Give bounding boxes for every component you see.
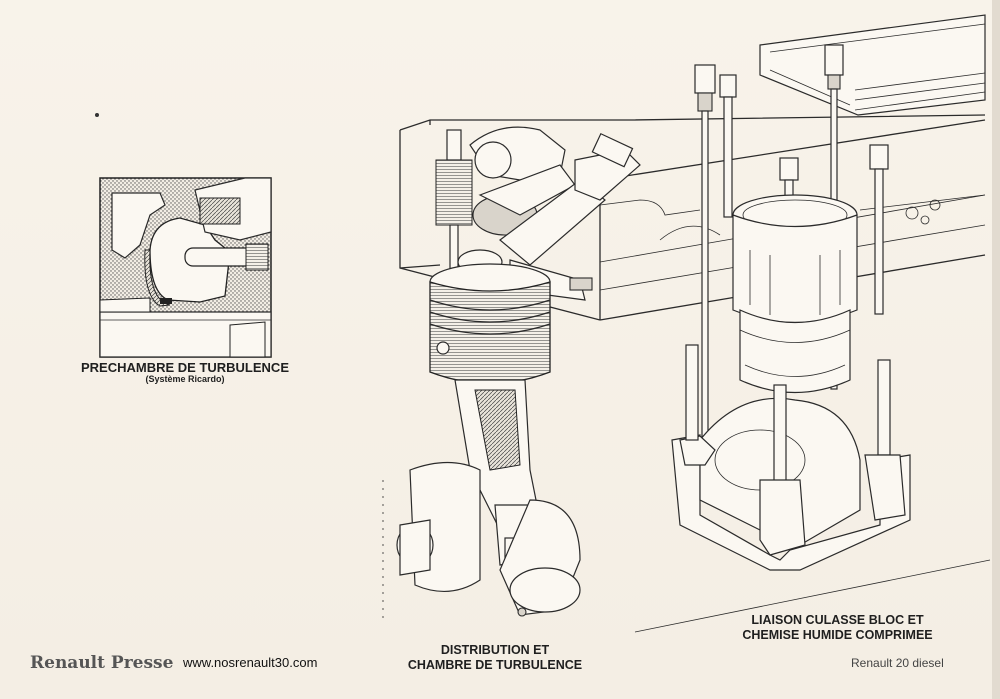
valve-cover (759, 14, 986, 116)
model-name: Renault 20 diesel (851, 656, 944, 670)
crankshaft (396, 461, 581, 617)
distribution-caption-line2: CHAMBRE DE TURBULENCE (407, 658, 583, 672)
distribution-caption: DISTRIBUTION ET CHAMBRE DE TURBULENCE (395, 643, 595, 673)
stray-mark (95, 113, 99, 117)
distribution-caption-line1: DISTRIBUTION ET (440, 643, 550, 657)
wet-liner (732, 194, 858, 393)
prechamber-title: PRECHAMBRE DE TURBULENCE (80, 360, 289, 375)
prechamber-subtitle: (Système Ricardo) (145, 374, 225, 384)
prechamber-inset-drawing (99, 177, 272, 358)
liaison-caption: LIAISON CULASSE BLOC ET CHEMISE HUMIDE C… (715, 613, 960, 643)
brand-logo-text: Renault Presse (30, 653, 174, 673)
liaison-caption-line1: LIAISON CULASSE BLOC ET (751, 613, 924, 627)
website-link[interactable]: www.nosrenault30.com (183, 655, 318, 670)
page-edge (992, 0, 1000, 699)
engine-block-lower (634, 344, 991, 633)
liaison-caption-line2: CHEMISE HUMIDE COMPRIMEE (742, 628, 933, 642)
piston (429, 263, 551, 385)
